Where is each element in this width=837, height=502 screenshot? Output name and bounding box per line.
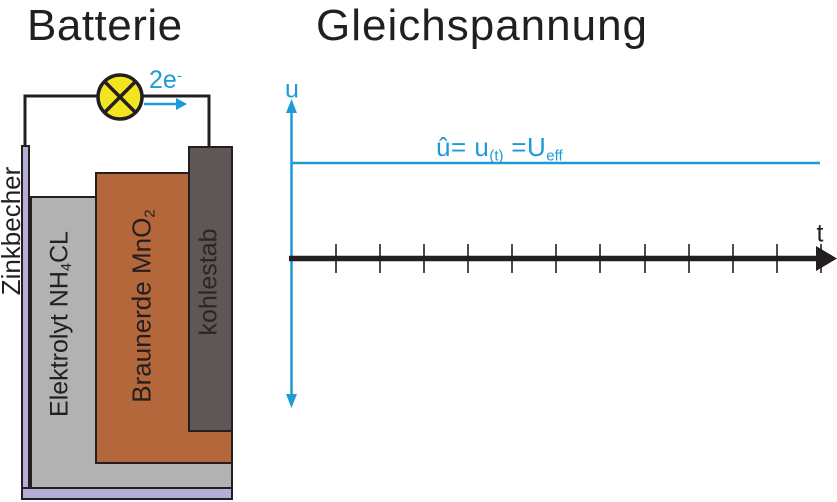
- electrolyte-label-text: Elektrolyt NH: [45, 271, 74, 417]
- electrolyte-label: Elektrolyt NH4CL: [45, 231, 76, 417]
- dc-voltage-title: Gleichspannung: [316, 1, 649, 50]
- electron-flow-superscript: -: [176, 67, 182, 85]
- manganese-label-text: Braunerde MnO: [126, 217, 157, 403]
- battery-title: Batterie: [27, 1, 183, 50]
- electron-flow-label: 2e-: [149, 66, 182, 95]
- u-axis-arrow-down: [286, 394, 297, 408]
- dc-voltage-formula: û= u(t) =Ueff: [436, 132, 563, 165]
- manganese-label-subscript: 2: [141, 209, 159, 218]
- electron-arrow-head: [176, 98, 187, 110]
- electron-flow-arrow: [144, 98, 187, 110]
- carbon-rod-label: kohlestab: [194, 228, 223, 336]
- zinc-cup-label: Zinkbecher: [0, 166, 26, 296]
- u-axis-label: u: [285, 75, 299, 104]
- carbon-rod: [188, 146, 233, 432]
- t-axis: [289, 246, 837, 271]
- lamp-cross-line: [103, 80, 137, 114]
- t-axis-label: t: [816, 219, 824, 248]
- u-axis: [286, 99, 297, 408]
- manganese-label: Braunerde MnO2: [126, 209, 159, 403]
- electrolyte-label-subscript: 4: [59, 263, 76, 272]
- lamp-icon: [96, 73, 144, 121]
- lamp-cross-line: [103, 80, 137, 114]
- circuit-wire: [23, 94, 211, 147]
- formula-subscript-1: (t): [489, 147, 504, 165]
- electron-flow-text: 2e: [149, 66, 177, 94]
- lamp-circle: [96, 73, 144, 121]
- formula-subscript-2: eff: [546, 147, 563, 165]
- t-axis-arrow-head: [816, 246, 837, 271]
- t-axis-ticks: [335, 244, 822, 273]
- formula-part-2: =U: [503, 132, 547, 162]
- zinc-cup-bottom: [21, 487, 233, 500]
- electrolyte-label-tail: CL: [45, 231, 74, 264]
- formula-part-1: û= u: [436, 132, 490, 162]
